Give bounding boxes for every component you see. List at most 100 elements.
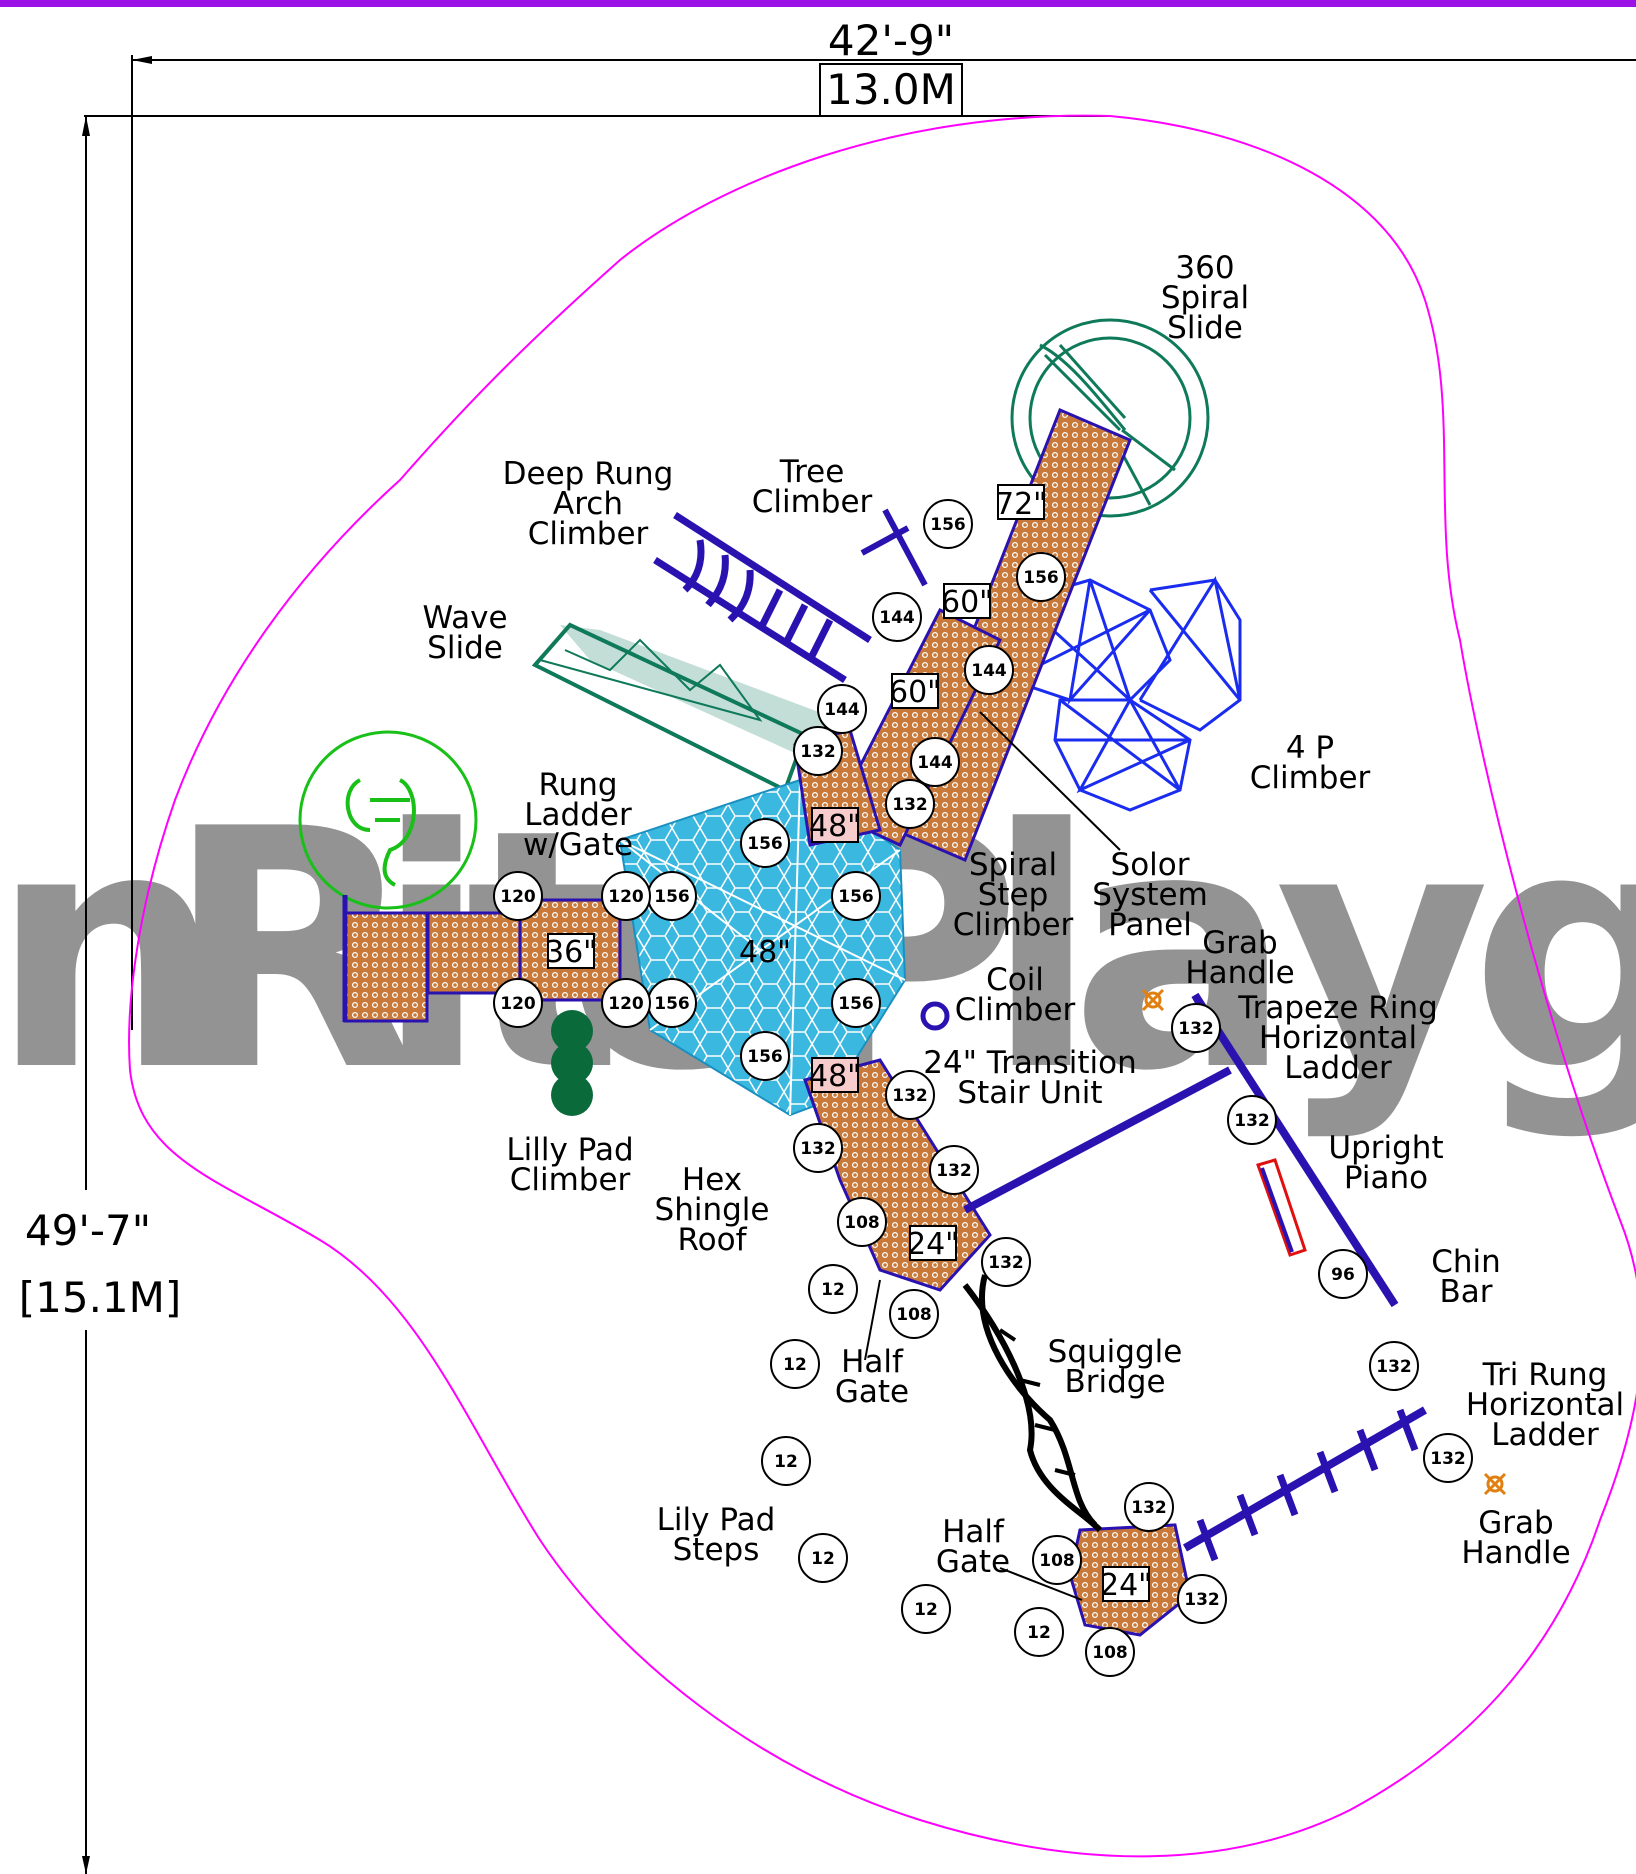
step-12-c: 12 [774, 1452, 798, 1472]
post-132-a: 132 [800, 742, 836, 762]
post-156-g: 156 [654, 994, 690, 1014]
post-156-h: 156 [747, 1047, 783, 1067]
svg-text:24" Transition: 24" Transition [923, 1045, 1136, 1081]
deck-height-24-a: 24" [907, 1227, 959, 1262]
post-156-d: 156 [838, 887, 874, 907]
post-108-d: 108 [1092, 1643, 1128, 1663]
safety-zone-boundary [128, 114, 1636, 1858]
coil-climber [920, 1001, 950, 1031]
svg-text:l: l [985, 759, 1098, 1143]
label-rung-ladder: Rung Ladder w/Gate [523, 767, 633, 863]
svg-text:Half: Half [841, 1344, 904, 1380]
post-132-d: 132 [800, 1139, 836, 1159]
logo-emblem [298, 730, 478, 910]
post-120-c: 120 [500, 994, 536, 1014]
svg-text:w/Gate: w/Gate [523, 827, 633, 863]
svg-text:Lily Pad: Lily Pad [657, 1502, 776, 1538]
svg-text:Coil: Coil [986, 962, 1044, 998]
post-132-c: 132 [892, 1086, 928, 1106]
label-four-p-climber: 4 P Climber [1250, 730, 1371, 796]
svg-text:Step: Step [978, 877, 1049, 913]
deck-height-tags: 72" 60" 60" 48" 48" 48" 36" 24" 24" [545, 484, 1152, 1603]
step-12-e: 12 [914, 1600, 938, 1620]
svg-text:Bar: Bar [1439, 1274, 1492, 1310]
svg-text:Horizontal: Horizontal [1466, 1387, 1624, 1423]
svg-text:Climber: Climber [953, 907, 1074, 943]
svg-text:4 P: 4 P [1286, 730, 1334, 766]
post-132-j: 132 [1430, 1449, 1466, 1469]
svg-text:Ladder: Ladder [1284, 1050, 1392, 1086]
svg-text:Spiral: Spiral [1161, 280, 1249, 316]
svg-text:360: 360 [1175, 250, 1234, 286]
post-132-i: 132 [1376, 1357, 1412, 1377]
svg-text:g: g [1470, 759, 1636, 1143]
deck-height-60-b: 60" [889, 675, 941, 710]
svg-text:Climber: Climber [528, 516, 649, 552]
equipment-labels: 360 Spiral Slide Deep Rung Arch Climber … [422, 250, 1624, 1580]
upright-piano [1256, 1158, 1307, 1257]
label-solor-panel: Solor System Panel [1092, 847, 1208, 943]
deck-height-48-c: 48" [809, 1059, 861, 1094]
label-trapeze: Trapeze Ring Horizontal Ladder [1237, 990, 1438, 1086]
svg-text:Squiggle: Squiggle [1048, 1334, 1183, 1370]
svg-text:Handle: Handle [1185, 955, 1294, 991]
post-156-c: 156 [747, 834, 783, 854]
svg-text:y: y [1275, 759, 1490, 1143]
svg-text:Tri Rung: Tri Rung [1482, 1357, 1608, 1393]
step-12-a: 12 [821, 1280, 845, 1300]
width-imperial: 42'-9" [828, 16, 954, 65]
label-tri-rung: Tri Rung Horizontal Ladder [1466, 1357, 1624, 1453]
step-12-f: 12 [1027, 1623, 1051, 1643]
post-144-b: 144 [971, 661, 1007, 681]
svg-text:Grab: Grab [1478, 1505, 1553, 1541]
svg-text:Wave: Wave [422, 600, 507, 636]
lilly-pad-climber [551, 1010, 593, 1116]
label-squiggle-bridge: Squiggle Bridge [1048, 1334, 1183, 1400]
post-156-e: 156 [654, 887, 690, 907]
post-labels: 156 156 144 144 144 144 132 132 156 156 … [500, 515, 1466, 1663]
svg-text:Gate: Gate [835, 1374, 909, 1410]
svg-text:n: n [0, 759, 225, 1143]
svg-text:Climber: Climber [510, 1162, 631, 1198]
label-hex-roof: Hex Shingle Roof [655, 1162, 770, 1258]
svg-text:Arch: Arch [553, 486, 623, 522]
post-132-k: 132 [1131, 1498, 1167, 1518]
svg-text:Climber: Climber [1250, 760, 1371, 796]
squiggle-bridge [962, 1274, 1103, 1533]
label-upright-piano: Upright Piano [1328, 1130, 1443, 1196]
post-108-b: 108 [896, 1305, 932, 1325]
width-metric: 13.0M [826, 65, 956, 114]
label-grab-handle-bottom: Grab Handle [1461, 1505, 1570, 1571]
svg-text:Climber: Climber [955, 992, 1076, 1028]
width-dimension: 42'-9" 13.0M [131, 16, 1636, 1030]
label-deep-rung: Deep Rung Arch Climber [503, 456, 674, 552]
post-144-d: 144 [917, 753, 953, 773]
width-metric-box [819, 63, 963, 117]
label-tree-climber: Tree Climber [752, 454, 873, 520]
deck-height-72: 72" [995, 487, 1047, 522]
svg-text:Hex: Hex [682, 1162, 742, 1198]
post-120-d: 120 [608, 994, 644, 1014]
svg-text:Slide: Slide [1167, 310, 1243, 346]
post-markers [493, 499, 1473, 1677]
post-132-g: 132 [1178, 1019, 1214, 1039]
label-grab-handle-top: Grab Handle [1185, 925, 1294, 991]
post-120-a: 120 [500, 887, 536, 907]
label-lily-pad-steps: Lily Pad Steps [657, 1502, 776, 1568]
height-imperial: 49'-7" [25, 1206, 151, 1255]
svg-text:Trapeze Ring: Trapeze Ring [1237, 990, 1438, 1026]
svg-text:Piano: Piano [1344, 1160, 1428, 1196]
post-120-b: 120 [608, 887, 644, 907]
post-156-b: 156 [1023, 568, 1059, 588]
svg-text:Roof: Roof [678, 1222, 748, 1258]
svg-text:Bridge: Bridge [1064, 1364, 1165, 1400]
svg-text:Shingle: Shingle [655, 1192, 770, 1228]
post-132-f: 132 [988, 1253, 1024, 1273]
deck-height-60-a: 60" [941, 585, 993, 620]
post-108-a: 108 [844, 1213, 880, 1233]
deep-rung-arch-climber [653, 512, 872, 683]
deck-height-48-a: 48" [809, 809, 861, 844]
svg-text:Tree: Tree [779, 454, 845, 490]
label-coil-climber: Coil Climber [955, 962, 1076, 1028]
step-12-d: 12 [811, 1549, 835, 1569]
